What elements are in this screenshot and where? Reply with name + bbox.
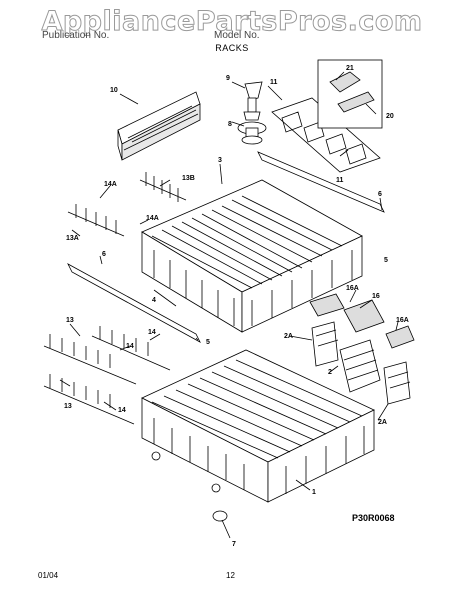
- tine-row-13b: [139, 172, 187, 202]
- callout-21: 21: [346, 65, 354, 72]
- lower-rack-1: [141, 349, 375, 503]
- callout-13a: 13A: [66, 235, 79, 242]
- callout-14-mid: 14: [126, 343, 134, 350]
- callout-16a-right: 16A: [396, 317, 409, 324]
- callout-14-upper: 14: [148, 329, 156, 336]
- basket-2a-right: [383, 361, 411, 405]
- callout-16a-left: 16A: [346, 285, 359, 292]
- callout-3: 3: [218, 157, 222, 164]
- callout-5-top: 5: [384, 257, 388, 264]
- tine-row-13a: [67, 204, 125, 237]
- wheel-7: [212, 510, 228, 522]
- callout-13b: 13B: [182, 175, 195, 182]
- diagram-code: P30R0068: [352, 513, 395, 523]
- callout-10: 10: [110, 87, 118, 94]
- callout-13-lower: 13: [64, 403, 72, 410]
- lid-16a-right: [385, 325, 415, 349]
- callout-6-top: 6: [378, 191, 382, 198]
- callout-9: 9: [226, 75, 230, 82]
- callout-2a-left: 2A: [284, 333, 293, 340]
- callout-11-mid: 11: [336, 177, 344, 184]
- spray-hub-8: [237, 121, 267, 145]
- callout-8: 8: [228, 121, 232, 128]
- footer-page: 12: [226, 571, 235, 580]
- watermark: AppliancePartsPros.com: [41, 6, 423, 38]
- callout-13-upper: 13: [66, 317, 74, 324]
- tine-rows-13: [43, 326, 171, 425]
- cutlery-tray-10: [117, 91, 201, 161]
- callouts: 10 9 11 21 20 8 3 13B 11 14A 6 14A 13A 5…: [64, 65, 409, 548]
- silverware-basket-2: [339, 339, 381, 393]
- callout-16: 16: [372, 293, 380, 300]
- callout-20: 20: [386, 113, 394, 120]
- publication-label: Publication No.: [42, 30, 110, 41]
- rail-6-lower: [67, 263, 201, 343]
- lid-16: [343, 299, 385, 333]
- lid-16a-left: [309, 293, 345, 317]
- callout-14a-mid: 14A: [146, 215, 159, 222]
- callout-1: 1: [312, 489, 316, 496]
- clip-21-20: [329, 71, 375, 113]
- callout-11-top: 11: [270, 79, 278, 86]
- callout-5-lower: 5: [206, 339, 210, 346]
- model-label: Model No.: [214, 30, 260, 41]
- callout-6-lower: 6: [102, 251, 106, 258]
- callout-4: 4: [152, 297, 156, 304]
- section-title: RACKS: [215, 43, 249, 53]
- callout-2: 2: [328, 369, 332, 376]
- callout-14-lower: 14: [118, 407, 126, 414]
- cup-shelf-11: [271, 97, 381, 173]
- callout-2a-right: 2A: [378, 419, 387, 426]
- upper-rack-3: [141, 179, 363, 333]
- callout-14a-top: 14A: [104, 181, 117, 188]
- basket-2a-left: [311, 321, 339, 367]
- rail-6-top: [257, 151, 385, 213]
- callout-7: 7: [232, 541, 236, 548]
- footer-date: 01/04: [38, 571, 59, 580]
- spray-nozzle-9: [243, 81, 263, 121]
